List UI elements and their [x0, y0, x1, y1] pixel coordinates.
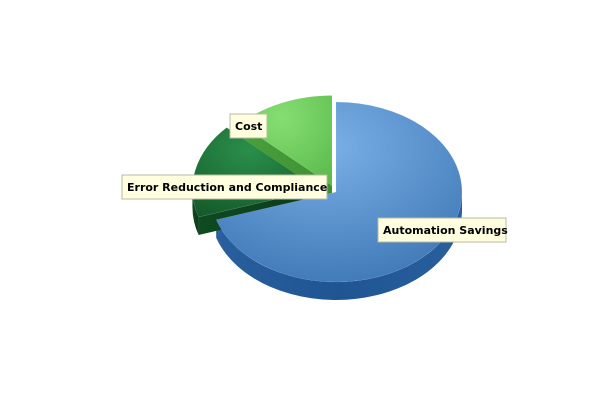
pie-slice-side-0 — [216, 192, 463, 301]
pie-label-box — [377, 217, 507, 243]
pie-label-box — [121, 174, 328, 200]
pie-label-cost: Cost — [229, 113, 268, 139]
pie-label-error-reduction-and-compliance: Error Reduction and Compliance — [121, 174, 328, 200]
pie-label-text: Cost — [235, 120, 262, 133]
pie-slice-side-1 — [192, 189, 199, 236]
pie-label-automation-savings: Automation Savings — [377, 217, 508, 243]
pie-label-box — [229, 113, 268, 139]
pie-label-text: Automation Savings — [383, 224, 508, 237]
pie-label-text: Error Reduction and Compliance — [127, 181, 327, 194]
